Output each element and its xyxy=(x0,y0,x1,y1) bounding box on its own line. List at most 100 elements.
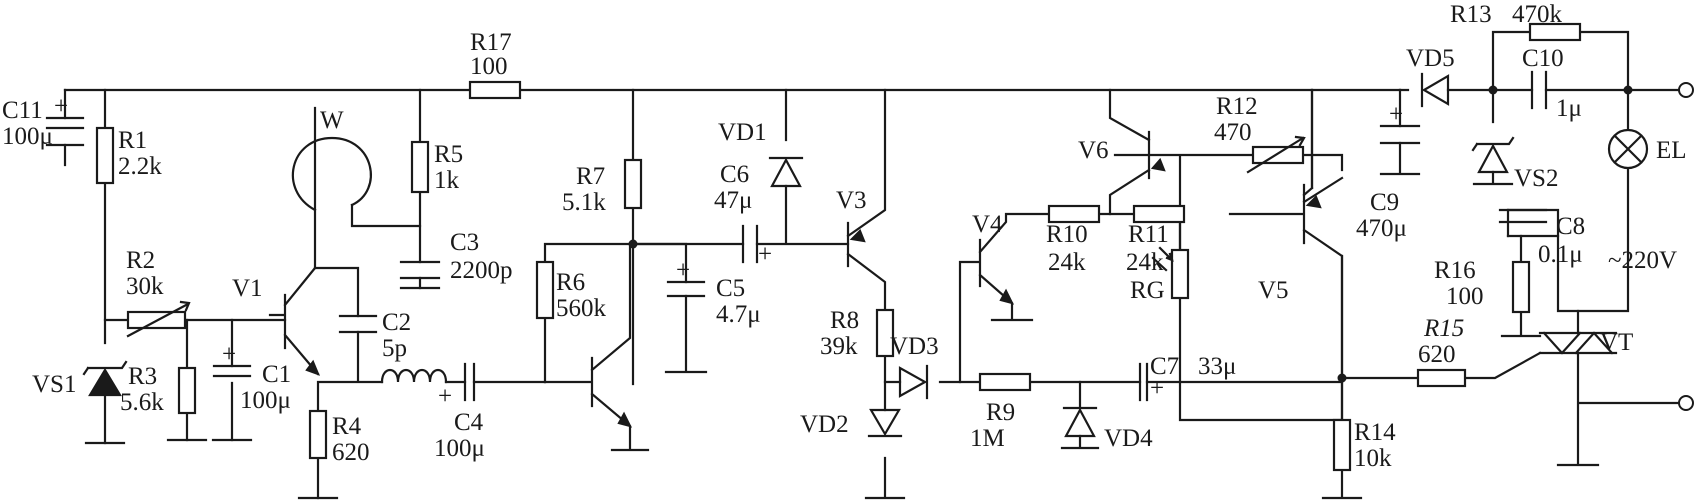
label-r8-ref: R8 xyxy=(830,307,859,334)
label-vt: VT xyxy=(1600,329,1633,356)
lamp-el xyxy=(1607,128,1649,170)
label-mains-voltage: ~220V xyxy=(1608,247,1677,274)
resistor-r17 xyxy=(468,80,522,100)
label-r4-value: 620 xyxy=(332,439,370,466)
label-r1-ref: R1 xyxy=(118,127,147,154)
resistor-r13 xyxy=(1528,22,1582,42)
label-c6-value: 47μ xyxy=(714,187,752,214)
resistor-r14 xyxy=(1332,418,1352,472)
resistors xyxy=(95,22,1582,472)
diodes xyxy=(82,72,1515,438)
inductor-coil xyxy=(380,368,448,384)
label-r9-value: 1M xyxy=(970,425,1005,452)
label-r3-ref: R3 xyxy=(128,363,157,390)
label-r11-ref: R11 xyxy=(1128,221,1169,248)
capacitor-c1 xyxy=(212,364,252,378)
resistor-r1 xyxy=(95,126,115,185)
label-c11-ref: C11 xyxy=(2,97,43,124)
label-r14-value: 10k xyxy=(1354,445,1392,472)
capacitor-c9 xyxy=(1379,124,1421,145)
zener-vs1 xyxy=(88,367,122,397)
capacitor-c3 xyxy=(399,260,441,280)
polarity-marks: + + + + + + + xyxy=(54,93,1403,410)
label-v3: V3 xyxy=(836,187,867,214)
label-r6-ref: R6 xyxy=(556,269,585,296)
label-vd4: VD4 xyxy=(1104,425,1153,452)
resistor-r7 xyxy=(623,158,643,210)
label-vs2: VS2 xyxy=(1514,165,1558,192)
diode-vd5 xyxy=(1420,72,1450,108)
resistor-r16 xyxy=(1511,260,1531,314)
label-c2-value: 5p xyxy=(382,335,407,362)
label-r1-value: 2.2k xyxy=(118,153,162,180)
label-c8-ref: C8 xyxy=(1556,213,1585,240)
label-c7-value: 33μ xyxy=(1198,353,1236,380)
label-antenna: W xyxy=(320,107,344,134)
label-rg: RG xyxy=(1130,277,1165,304)
label-r5-ref: R5 xyxy=(434,141,463,168)
triac-vt xyxy=(1538,331,1618,355)
svg-text:+: + xyxy=(676,257,690,284)
label-c3-ref: C3 xyxy=(450,229,479,256)
output-terminals xyxy=(1678,82,1694,411)
svg-text:+: + xyxy=(1150,375,1164,402)
label-r7-ref: R7 xyxy=(576,163,605,190)
svg-text:+: + xyxy=(54,93,68,120)
label-r13-value: 470k xyxy=(1512,1,1563,28)
label-c5-ref: C5 xyxy=(716,275,745,302)
label-r10-value: 24k xyxy=(1048,249,1086,276)
photoresistor-rg xyxy=(1170,248,1190,300)
svg-text:+: + xyxy=(1389,101,1403,128)
svg-text:+: + xyxy=(438,383,452,410)
label-vd3: VD3 xyxy=(890,333,939,360)
label-r17-value: 100 xyxy=(470,53,508,80)
capacitor-c7 xyxy=(1138,362,1149,402)
svg-text:+: + xyxy=(222,341,236,368)
label-c9-ref: C9 xyxy=(1370,189,1399,216)
label-r16-value: 100 xyxy=(1446,283,1484,310)
label-c2-ref: C2 xyxy=(382,309,411,336)
label-r5-value: 1k xyxy=(434,167,460,194)
junction-dots xyxy=(628,85,1633,383)
label-v1: V1 xyxy=(232,275,263,302)
label-c10-ref: C10 xyxy=(1522,45,1564,72)
svg-text:+: + xyxy=(758,241,772,268)
label-el: EL xyxy=(1656,137,1687,164)
label-v5: V5 xyxy=(1258,277,1289,304)
label-r7-value: 5.1k xyxy=(562,189,606,216)
label-c1-value: 100μ xyxy=(240,387,291,414)
zener-vs2 xyxy=(1471,136,1515,174)
label-r11-value: 24k xyxy=(1126,249,1164,276)
label-c7-ref: C7 xyxy=(1150,353,1179,380)
capacitors xyxy=(45,70,1548,402)
wires xyxy=(63,30,1680,500)
label-c1-ref: C1 xyxy=(262,361,291,388)
diode-vd4 xyxy=(1062,406,1098,438)
resistor-r4 xyxy=(308,409,328,460)
label-r15-ref: R15 xyxy=(1423,315,1464,342)
label-vd1: VD1 xyxy=(718,119,767,146)
resistor-r5 xyxy=(410,140,430,194)
label-c9-value: 470μ xyxy=(1356,215,1407,242)
label-c4-ref: C4 xyxy=(454,409,484,436)
label-vd2: VD2 xyxy=(800,411,849,438)
diode-vd3 xyxy=(898,364,929,400)
resistor-r9 xyxy=(978,372,1032,392)
label-vs1: VS1 xyxy=(32,371,76,398)
label-v6: V6 xyxy=(1078,137,1109,164)
resistor-r11 xyxy=(1132,204,1186,224)
resistor-r8 xyxy=(875,308,895,358)
terminal-top xyxy=(1678,82,1694,98)
terminal-bottom xyxy=(1678,395,1694,411)
label-r14-ref: R14 xyxy=(1354,419,1396,446)
component-labels: R17 100 C11 100μ R1 2.2k W R5 1k C3 2200… xyxy=(2,1,1687,472)
resistor-r12 xyxy=(1251,145,1305,165)
label-r16-ref: R16 xyxy=(1434,257,1476,284)
transistor-arrows xyxy=(305,157,1322,428)
label-c11-value: 100μ xyxy=(2,123,53,150)
label-c4-value: 100μ xyxy=(434,435,485,462)
label-r8-value: 39k xyxy=(820,333,858,360)
capacitor-c5 xyxy=(666,280,706,298)
label-r15-value: 620 xyxy=(1418,341,1456,368)
